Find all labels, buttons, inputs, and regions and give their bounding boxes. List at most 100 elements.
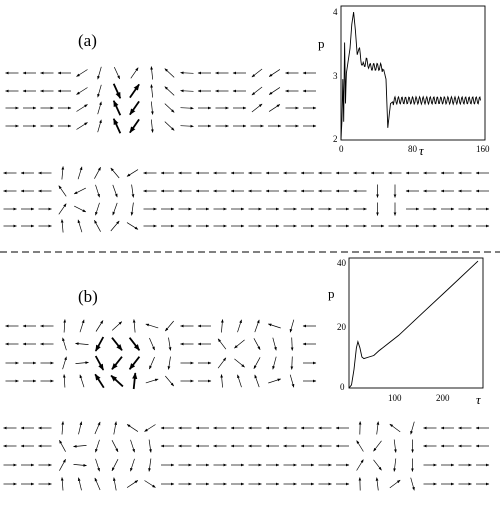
spin-arrow [95,202,100,216]
spin-arrow [375,477,379,491]
spin-arrow [253,357,261,370]
spin-arrow [149,337,155,351]
spin-arrow [356,459,364,471]
spin-arrow [129,83,140,99]
spin-arrow [268,104,281,112]
spin-arrow [60,219,64,233]
spin-arrow [168,337,172,351]
inset-a-ytick-2: 4 [333,7,338,17]
spin-arrow [148,458,152,472]
spin-arrow [150,101,154,115]
spin-field-a-bottom [3,166,490,233]
spin-arrow [373,440,382,452]
spin-arrow [167,356,171,370]
spin-arrow [165,375,174,387]
spin-arrow [113,66,121,80]
spin-arrow [59,439,66,452]
inset-b-ytick-1: 20 [337,322,347,332]
spin-arrow [251,68,263,78]
spin-arrow [113,477,117,491]
spin-arrow [130,202,134,216]
spin-arrow [95,184,100,198]
spin-field-a-top [5,66,317,134]
spin-arrow [97,101,102,115]
spin-arrow [77,219,83,233]
spin-arrow [58,185,67,197]
inset-chart-b: p τ 100 200 0 20 40 [328,257,484,407]
spin-arrow [75,361,89,365]
spin-arrow [94,373,105,389]
spin-arrow [111,321,123,331]
spin-arrow [217,357,227,369]
spin-arrow [76,104,88,112]
spin-arrow [76,87,88,95]
spin-arrow [126,424,139,432]
inset-b-ytick-0: 0 [340,382,345,392]
spin-arrow [111,337,123,351]
inset-b-ytick-2: 40 [337,258,347,268]
spin-arrow [62,356,67,370]
spin-arrow [126,169,139,177]
spin-arrow [145,323,159,329]
spin-arrow [234,358,245,368]
spin-arrow [164,121,175,131]
spin-arrow [148,439,152,453]
inset-a-frame [340,5,486,141]
spin-arrow [290,356,294,370]
spin-arrow [128,356,141,370]
spin-arrow [62,337,67,351]
spin-arrow [376,421,380,435]
spin-arrow [112,184,118,198]
spin-arrow [76,69,88,77]
spin-arrow [150,84,154,98]
spin-arrow [77,477,82,491]
spin-arrow [97,66,102,80]
spin-arrow [272,337,277,351]
spin-arrow [220,374,224,388]
inset-a-xtick-1: 80 [408,144,418,154]
spin-field-b-bottom [3,421,490,491]
spin-arrow [73,463,87,467]
spin-arrow [129,100,140,116]
spin-arrow [267,323,281,329]
spin-arrow [180,89,194,93]
spin-arrow [234,339,245,349]
spin-arrow [76,122,88,130]
spin-arrow [164,103,175,113]
spin-arrow [112,118,122,134]
spin-arrow [73,187,86,195]
spin-arrow [272,356,277,370]
inset-b-series-line [348,260,479,389]
spin-arrow [149,356,155,370]
spin-arrow [254,319,260,333]
spin-arrow [128,337,141,351]
spin-field-b-top [5,319,317,390]
spin-arrow [393,458,397,472]
spin-arrow [132,372,138,390]
spin-arrow [251,103,263,113]
inset-a-xtick-0: 0 [339,144,344,154]
inset-a-ytick-0: 2 [333,134,338,144]
spin-arrow [164,86,175,96]
spin-arrow [94,219,101,232]
spin-arrow [290,337,294,351]
panel-b-label: (b) [78,287,98,306]
spin-arrow [79,374,85,388]
spin-arrow [61,166,65,180]
spin-arrow [113,421,117,435]
spin-arrow [289,374,295,388]
spin-arrow [79,319,85,333]
inset-a-series-line [340,12,481,141]
spin-arrow [94,477,101,491]
spin-arrow [97,84,102,98]
inset-b-ylabel: p [328,286,335,301]
inset-chart-a: p τ 0 80 160 2 3 4 [318,5,490,158]
spin-arrow [164,68,175,78]
inset-a-ylabel: p [318,36,325,51]
spin-arrow [58,203,67,215]
spin-arrow [254,374,260,388]
spin-arrow [77,166,83,180]
inset-a-xlabel: τ [419,143,425,158]
inset-b-xlabel: τ [476,392,482,407]
spin-arrow [95,439,100,453]
